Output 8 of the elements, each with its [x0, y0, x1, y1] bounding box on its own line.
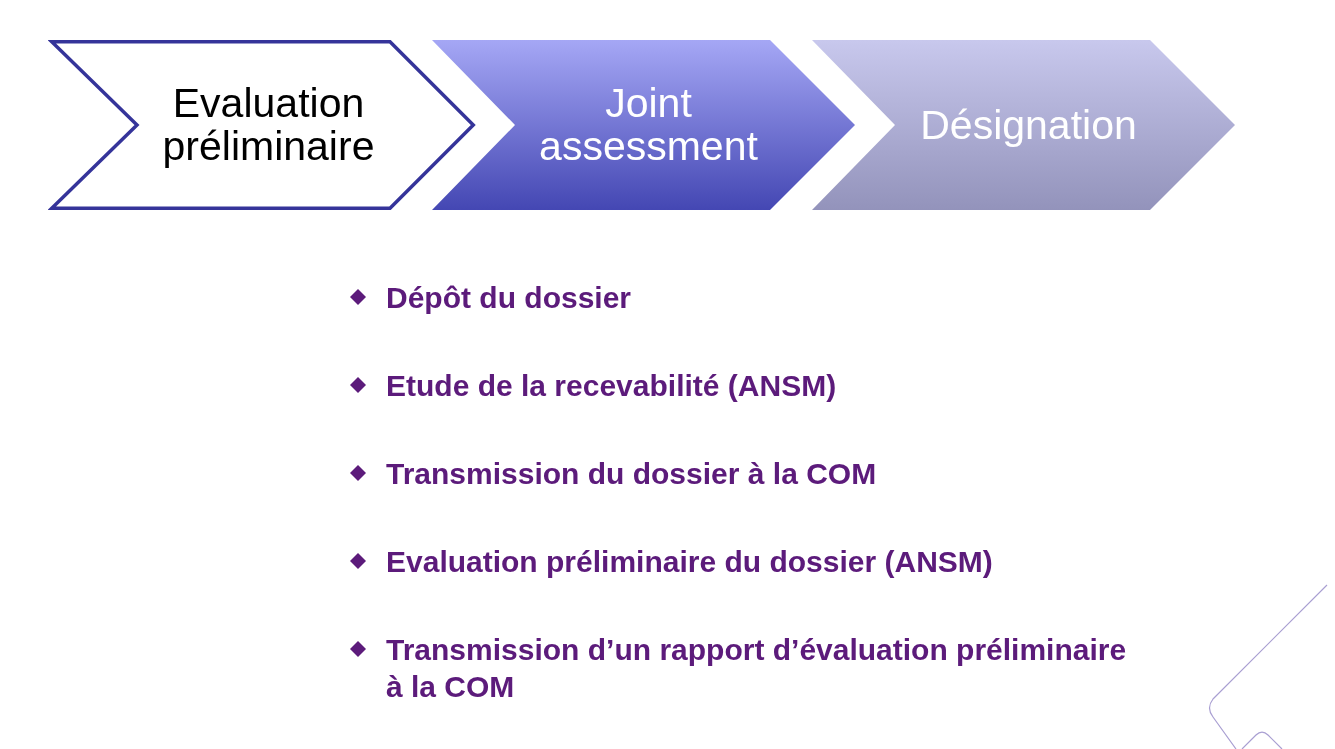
bullet-text: Etude de la recevabilité (ANSM) [386, 367, 837, 404]
bullet-text: Evaluation préliminaire du dossier (ANSM) [386, 543, 993, 580]
step-label: Désignation [920, 103, 1137, 147]
bullet-text: Transmission d’un rapport d’évaluation préliminaire à la COM [386, 631, 1128, 705]
step-label: Evaluation préliminaire [161, 82, 376, 168]
bullet-text: Transmission du dossier à la COM [386, 455, 877, 492]
bullet-text: Dépôt du dossier [386, 279, 632, 316]
step-label: Joint assessment [538, 82, 759, 168]
